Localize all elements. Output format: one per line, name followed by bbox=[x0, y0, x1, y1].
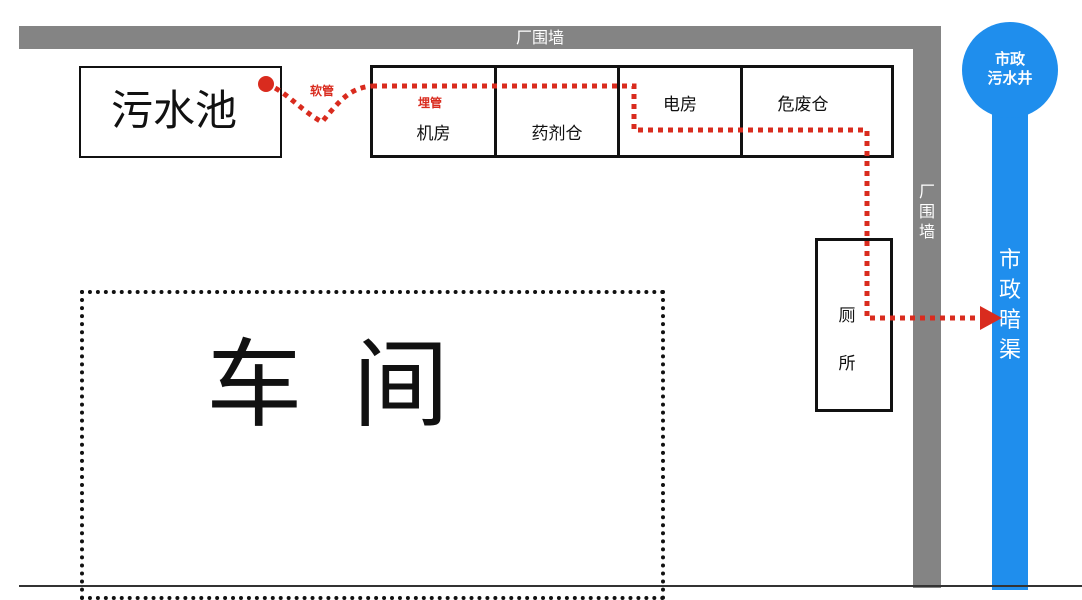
right-factory-wall bbox=[913, 26, 941, 588]
ground-line bbox=[19, 585, 1082, 587]
pipe-arrowhead bbox=[980, 306, 1002, 330]
municipal-well-label: 市政 污水井 bbox=[987, 50, 1033, 87]
top-factory-wall bbox=[19, 26, 941, 49]
top-wall-label: 厂围墙 bbox=[515, 28, 564, 47]
municipal-sewage-well bbox=[962, 22, 1058, 118]
hose-label: 软管 bbox=[310, 84, 335, 98]
toilet bbox=[815, 238, 893, 412]
machine-room-label: 机房 bbox=[416, 124, 451, 144]
power-room-label: 电房 bbox=[663, 95, 697, 115]
chemical-store bbox=[494, 65, 620, 158]
buried-pipe-label: 埋管 bbox=[418, 96, 443, 110]
sewage-pool-label: 污水池 bbox=[110, 86, 237, 135]
hazardous-waste-store-label: 危废仓 bbox=[777, 95, 829, 115]
buried-pipe-path bbox=[372, 83, 985, 321]
hose-path bbox=[265, 81, 373, 126]
municipal-culvert bbox=[992, 60, 1028, 590]
municipal-culvert-label: 市 政 暗 渠 bbox=[998, 248, 1021, 363]
workshop-label: 车 间 bbox=[206, 329, 459, 441]
sewage-pool bbox=[79, 66, 282, 158]
pipe-start-point bbox=[258, 76, 274, 92]
toilet-label: 厕 所 bbox=[838, 306, 856, 374]
right-wall-label: 厂 围 墙 bbox=[918, 182, 935, 241]
chemical-store-label: 药剂仓 bbox=[531, 124, 583, 144]
machine-room bbox=[370, 65, 497, 158]
